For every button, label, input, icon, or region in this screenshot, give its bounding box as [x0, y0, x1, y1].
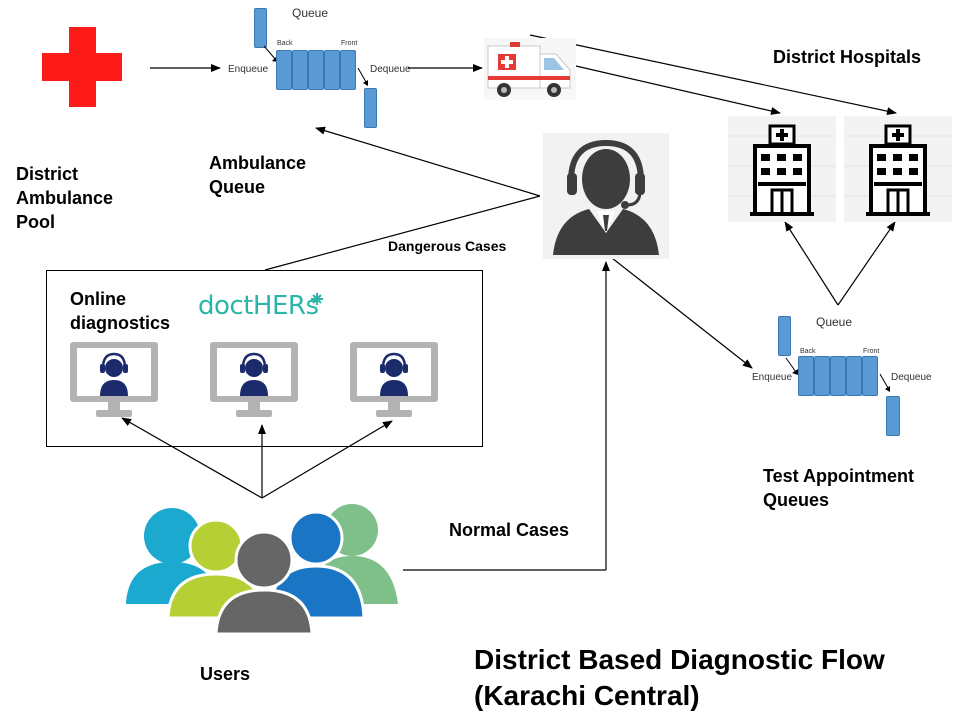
queue-slot — [798, 356, 814, 396]
test-appointment-queue-diagram: Queue Back Front Enqueue Dequeue — [750, 312, 950, 442]
monitor-agent-icon — [350, 342, 438, 417]
dequeue-arrow-icon — [357, 67, 368, 86]
front-label: Front — [341, 40, 358, 47]
hospital-icon — [844, 116, 952, 222]
online-diagnostics-label: Online diagnostics — [70, 289, 171, 333]
queue-slot — [814, 356, 830, 396]
ambulance-queue-label: Ambulance Queue — [209, 153, 307, 197]
queue-slot — [308, 50, 324, 90]
dequeue-item — [886, 396, 900, 436]
hospital-icon — [728, 116, 836, 222]
logo-sparkle-icon — [311, 293, 323, 305]
arrow-ambulance-to-hospital-2 — [529, 34, 897, 116]
district-hospitals-label: District Hospitals — [773, 47, 922, 67]
arrow-operator-to-test-queue — [611, 257, 753, 369]
district-ambulance-pool-label: District Ambulance Pool — [16, 164, 114, 232]
queue-slot — [340, 50, 356, 90]
line-online-to-operator — [264, 195, 541, 271]
docthers-logo: doctHERs — [198, 291, 319, 321]
back-label: Back — [800, 348, 816, 355]
users-label: Users — [200, 664, 251, 684]
test-appointment-queues-label: Test Appointment Queues — [763, 466, 914, 510]
queue-title: Queue — [816, 315, 853, 329]
dangerous-cases-label: Dangerous Cases — [388, 238, 507, 254]
arrow-test-queue-to-hospital-2 — [837, 221, 896, 306]
enqueue-arrow-icon — [785, 357, 798, 375]
queue-slot — [276, 50, 292, 90]
monitor-agent-icon — [70, 342, 158, 417]
enqueue-item — [778, 316, 791, 356]
dequeue-item — [364, 88, 377, 128]
queue-slot — [846, 356, 862, 396]
arrow-users-to-monitor-1 — [121, 417, 263, 499]
monitor-agent-icon — [210, 342, 298, 417]
ambulance-queue-diagram: Queue Back Front Enqueue Dequeue — [220, 0, 420, 135]
front-label: Front — [863, 348, 880, 355]
enqueue-label: Enqueue — [228, 64, 269, 75]
back-label: Back — [277, 40, 293, 47]
queue-slot — [862, 356, 878, 396]
queue-title: Queue — [292, 6, 329, 20]
normal-cases-label: Normal Cases — [449, 520, 570, 540]
online-diagnostics-panel: Online diagnostics doctHERs — [46, 270, 483, 447]
ambulance-icon — [484, 38, 576, 100]
enqueue-item — [254, 8, 267, 48]
queue-slot — [292, 50, 308, 90]
queue-slot — [830, 356, 846, 396]
dequeue-label: Dequeue — [370, 64, 411, 75]
arrow-test-queue-to-hospital-1 — [784, 221, 839, 306]
dequeue-label: Dequeue — [891, 372, 932, 383]
red-cross-icon — [42, 27, 122, 107]
call-center-agent-icon — [543, 133, 669, 259]
dequeue-arrow-icon — [879, 373, 890, 392]
diagram-title: District Based Diagnostic Flow (Karachi … — [474, 644, 885, 711]
arrow-ambulance-to-hospital-1 — [575, 65, 781, 115]
arrow-users-to-monitor-3 — [261, 420, 393, 499]
enqueue-label: Enqueue — [752, 372, 793, 383]
users-group-icon — [126, 504, 398, 634]
queue-slot — [324, 50, 340, 90]
arrow-operator-to-ambulance-queue — [315, 126, 541, 197]
